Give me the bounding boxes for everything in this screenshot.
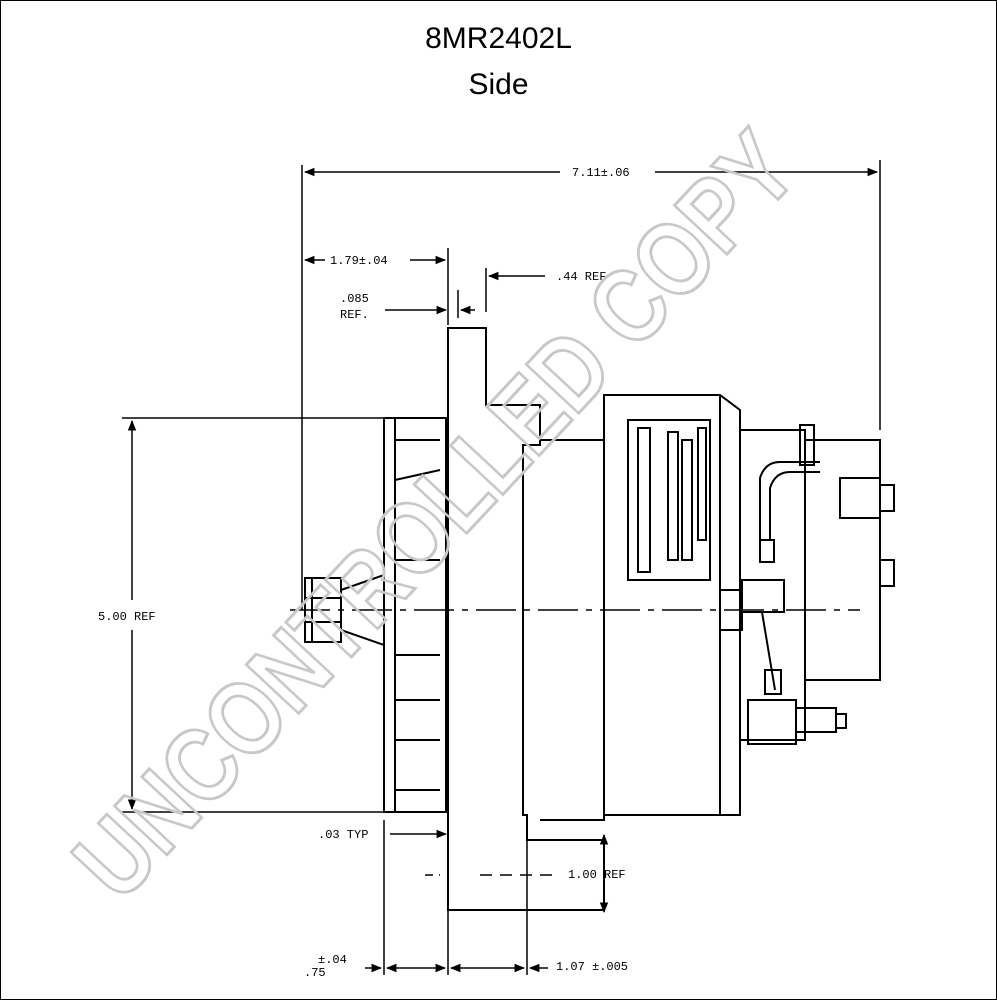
- front-flange: [447, 327, 605, 911]
- gap-ref-label: REF.: [340, 308, 369, 322]
- rear-cover: [805, 439, 881, 681]
- flange-height-label: 1.00 REF: [568, 868, 626, 882]
- thickness-sup-label: ±.04: [318, 953, 347, 967]
- alternator-body: [304, 327, 895, 911]
- typ-label: .03 TYP: [318, 828, 368, 842]
- output-terminal: [747, 699, 797, 745]
- rear-housing: [603, 394, 741, 816]
- overall-length-label: 7.11±.06: [572, 166, 630, 180]
- thickness-base-label: .75: [304, 966, 326, 980]
- pulley-fan: [383, 417, 447, 813]
- pulley-diameter-label: 5.00 REF: [98, 610, 156, 624]
- stator: [540, 439, 605, 821]
- wire-harness: [759, 461, 820, 540]
- gap-value-label: .085: [340, 292, 369, 306]
- flange-width-label: .44 REF: [556, 270, 606, 284]
- nameplate: [627, 419, 711, 581]
- part-number-title: 8MR2402L: [425, 22, 572, 55]
- uncontrolled-copy-watermark: UNCONTROLLED COPY: [52, 110, 819, 920]
- battery-stud: [741, 579, 785, 613]
- foot-offset-label: 1.07 ±.005: [556, 960, 628, 974]
- pulley-nut: [304, 577, 342, 643]
- terminal-block: [839, 477, 881, 519]
- view-subtitle: Side: [468, 68, 529, 101]
- regulator-housing: [740, 429, 806, 741]
- dimension-lines: [122, 160, 881, 975]
- front-offset-label: 1.79±.04: [330, 254, 388, 268]
